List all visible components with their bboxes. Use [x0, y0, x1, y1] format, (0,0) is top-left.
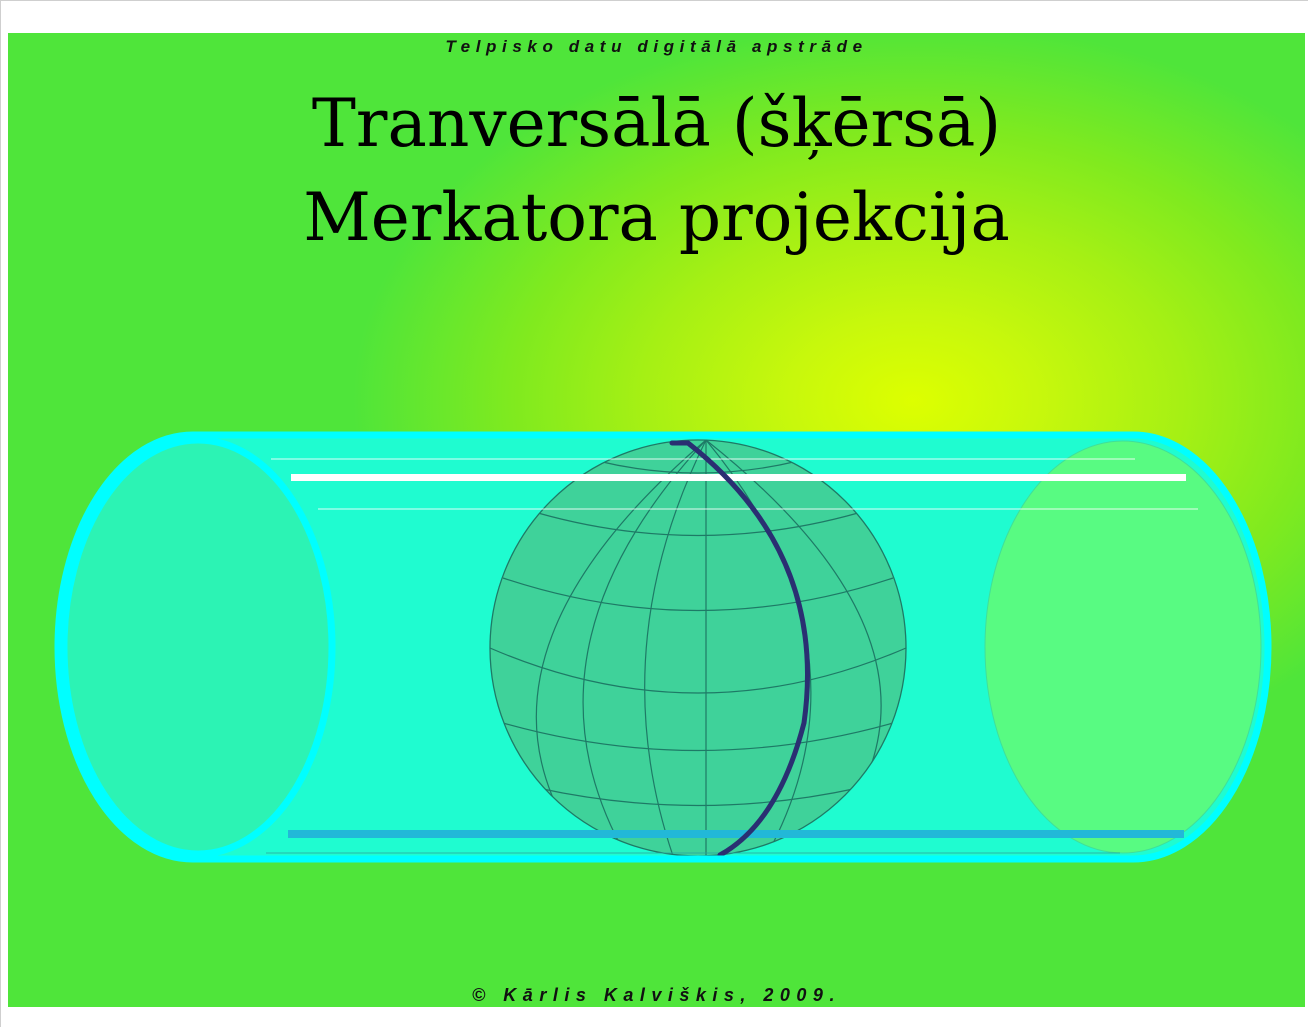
globe-parallel	[502, 722, 894, 752]
globe-parallel	[597, 460, 799, 474]
cylinder-left-rim	[60, 436, 336, 858]
slide-title-line-2: Merkatora projekcija	[303, 179, 1010, 256]
globe-meridian	[582, 440, 707, 851]
globe	[489, 439, 907, 857]
globe-meridian	[644, 440, 707, 856]
cylinder-right-end	[984, 440, 1262, 854]
top-tangent-line	[291, 474, 1186, 481]
globe-parallel	[537, 787, 859, 807]
copyright-footer: © Kārlis Kalviškis, 2009.	[472, 985, 841, 1005]
bottom-tangent-line	[288, 830, 1184, 838]
slide-title-line-1: Tranversālā (šķērsā)	[311, 85, 1002, 162]
central-meridian	[669, 440, 810, 858]
globe-parallel	[490, 647, 906, 694]
slide: Telpisko datu digitālā apstrāde Tranvers…	[8, 33, 1305, 1007]
projection-diagram	[54, 431, 1272, 863]
globe-parallel	[537, 512, 859, 537]
cylinder-outline	[54, 431, 1272, 863]
globe-parallel	[502, 577, 894, 612]
globe-sphere	[489, 439, 907, 857]
cylinder-left-end	[64, 440, 332, 854]
globe-meridian	[535, 440, 707, 829]
course-header: Telpisko datu digitālā apstrāde	[445, 37, 868, 56]
